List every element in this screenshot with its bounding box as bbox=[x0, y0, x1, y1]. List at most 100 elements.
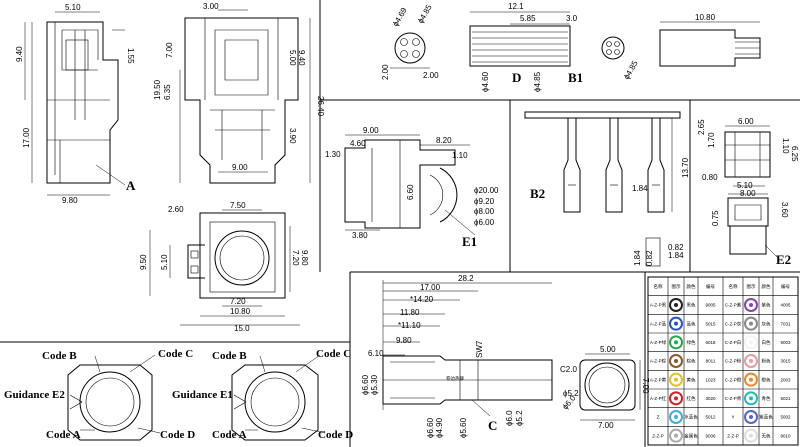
dim-b2-1370: 13.70 bbox=[681, 157, 690, 178]
dim-c-1180: 11.80 bbox=[400, 308, 420, 317]
dim-b1-200a: 2.00 bbox=[381, 64, 390, 80]
table-cell: C-Z-P橙 bbox=[725, 376, 742, 383]
label-a: A bbox=[126, 178, 136, 193]
table-cell: 金属色 bbox=[684, 432, 698, 439]
view-b2: B2 1.84 13.70 1.84 0.82 0.82 1.84 bbox=[524, 111, 690, 267]
table-header-cell: 编号 bbox=[781, 283, 790, 290]
dim-e2-110: 1.10 bbox=[781, 138, 790, 154]
dim-e2-600: 6.00 bbox=[738, 117, 754, 126]
connector-swatch-center bbox=[674, 359, 678, 363]
guidance-e2: Guidance E2 bbox=[4, 389, 65, 401]
dim-s-720: 7.20 bbox=[291, 250, 300, 266]
dim-c-660b: ϕ6.60 bbox=[426, 417, 435, 438]
dim-e2-510: 5.10 bbox=[737, 181, 753, 190]
table-cell: A-Z-P黑 bbox=[650, 303, 667, 309]
dim-e2-170: 1.70 bbox=[707, 132, 716, 148]
dim-e1-380: 3.80 bbox=[352, 231, 368, 240]
dim-f-390: 3.90 bbox=[288, 128, 297, 144]
table-cell: Z bbox=[657, 415, 660, 420]
dim-e1-460: 4.60 bbox=[350, 139, 366, 148]
code-a-left: Code A bbox=[46, 429, 81, 441]
view-b1: ϕ4.69 ϕ4.85 2.00 2.00 12.1 5.85 3.0 ϕ4.6… bbox=[381, 2, 761, 92]
view-c: 28.2 17.00 *14.20 11.80 *11.10 9.80 6.10… bbox=[361, 274, 553, 438]
dim-c-60: ϕ6.0 bbox=[505, 410, 514, 426]
dim-f-500: 5.00 bbox=[288, 50, 297, 66]
dim-c2-500: 5.00 bbox=[600, 345, 616, 354]
table-cell: 红色 bbox=[687, 395, 696, 401]
view-e2: 2.65 1.70 6.00 1.10 6.25 0.80 5.10 8.00 … bbox=[697, 117, 799, 267]
dim-e2-265: 2.65 bbox=[697, 119, 706, 135]
connector-swatch-center bbox=[749, 396, 753, 401]
table-cell: A-Z-P蓝 bbox=[650, 320, 667, 326]
dim-e1-920: ϕ9.20 bbox=[474, 197, 495, 206]
table-cell: 3020 bbox=[705, 396, 716, 401]
table-header-cell: 编号 bbox=[706, 283, 715, 290]
connector-swatch-center bbox=[749, 433, 753, 438]
dim-s-510: 5.10 bbox=[160, 254, 169, 270]
dim-e1-900: 9.00 bbox=[363, 126, 379, 135]
dim-s-980: 9.80 bbox=[300, 250, 309, 266]
view-codes-left: Code B Code C Guidance E2 Code A Code D bbox=[4, 348, 195, 441]
dim-a-155: 1.55 bbox=[126, 48, 135, 64]
table-cell: 棕色 bbox=[687, 358, 696, 365]
table-header-cell: 图示 bbox=[747, 284, 756, 290]
table-cell: 9003 bbox=[780, 340, 791, 345]
dim-b2-184b: 1.84 bbox=[633, 250, 642, 266]
crimp-mark: 卷边热铆 bbox=[446, 375, 464, 382]
table-cell: 5021 bbox=[780, 396, 791, 401]
dim-s-260: 2.60 bbox=[168, 205, 184, 214]
label-d: D bbox=[512, 70, 521, 85]
table-header-cell: 名称 bbox=[729, 283, 738, 290]
table-cell: 7031 bbox=[780, 321, 791, 326]
view-e1: 9.00 8.20 4.60 1.30 1.10 6.60 ϕ20.00 ϕ9.… bbox=[325, 126, 499, 249]
dim-f-300: 3.00 bbox=[203, 2, 219, 11]
dim-c-560: ϕ5.60 bbox=[459, 417, 468, 438]
table-header-cell: 图示 bbox=[672, 284, 681, 290]
dim-a-940: 9.40 bbox=[15, 46, 24, 62]
table-cell: 绿色 bbox=[687, 339, 696, 345]
dim-c-1110: *11.10 bbox=[398, 321, 421, 330]
dim-c2-52: ϕ5.2 bbox=[563, 389, 579, 398]
dim-f-900: 9.00 bbox=[232, 163, 248, 172]
dim-f-1950: 19.50 bbox=[153, 79, 162, 100]
view-socket: 7.50 2.60 9.50 5.10 7.20 9.80 7.20 10.80… bbox=[139, 201, 309, 333]
table-cell: C-Z-P青 bbox=[725, 395, 742, 402]
table-cell: 无色 bbox=[762, 432, 771, 439]
label-c: C bbox=[488, 418, 497, 433]
connector-swatch-center bbox=[674, 415, 678, 419]
table-cell: 黄色 bbox=[687, 376, 696, 383]
dim-a-510: 5.10 bbox=[65, 3, 81, 12]
dim-e2-800: 8.00 bbox=[740, 189, 756, 198]
table-cell: 4005 bbox=[780, 303, 791, 308]
dim-a-980: 9.80 bbox=[62, 196, 78, 205]
guidance-e1: Guidance E1 bbox=[172, 389, 233, 401]
dim-b1-200b: 2.00 bbox=[423, 71, 439, 80]
table-cell: 5002 bbox=[780, 415, 791, 420]
dim-c-980: 9.80 bbox=[396, 336, 412, 345]
dim-e2-625: 6.25 bbox=[790, 146, 799, 162]
dim-c-52: ϕ5.2 bbox=[515, 410, 524, 426]
code-c-left: Code C bbox=[158, 348, 193, 360]
dim-c2-700: 7.00 bbox=[598, 421, 614, 430]
table-cell: 9005 bbox=[705, 303, 716, 308]
dim-a-1700: 17.00 bbox=[22, 127, 31, 148]
connector-swatch-center bbox=[749, 340, 753, 345]
label-b1: B1 bbox=[568, 70, 583, 85]
table-cell: Y bbox=[731, 415, 734, 420]
connector-swatch-center bbox=[749, 415, 753, 419]
dim-e2-075: 0.75 bbox=[711, 210, 720, 226]
table-cell: 紫色 bbox=[762, 302, 771, 308]
dim-e1-130: 1.30 bbox=[325, 150, 341, 159]
table-cell: 水蓝色 bbox=[684, 414, 698, 420]
dim-c-490: ϕ4.90 bbox=[435, 417, 444, 438]
dim-b2-082: 0.82 bbox=[645, 250, 654, 266]
dim-c-1420: *14.20 bbox=[410, 295, 434, 304]
table-cell: 5015 bbox=[705, 321, 716, 326]
code-c-right: Code C bbox=[316, 348, 351, 360]
table-cell: Z-Z-P bbox=[652, 433, 664, 438]
dim-c2-700b: 7.00 bbox=[641, 378, 650, 394]
table-cell: 灰色 bbox=[762, 320, 771, 327]
dim-b1-485b: ϕ4.85 bbox=[533, 71, 542, 92]
dim-e1-2000: ϕ20.00 bbox=[474, 186, 499, 195]
code-a-right: Code A bbox=[212, 429, 247, 441]
